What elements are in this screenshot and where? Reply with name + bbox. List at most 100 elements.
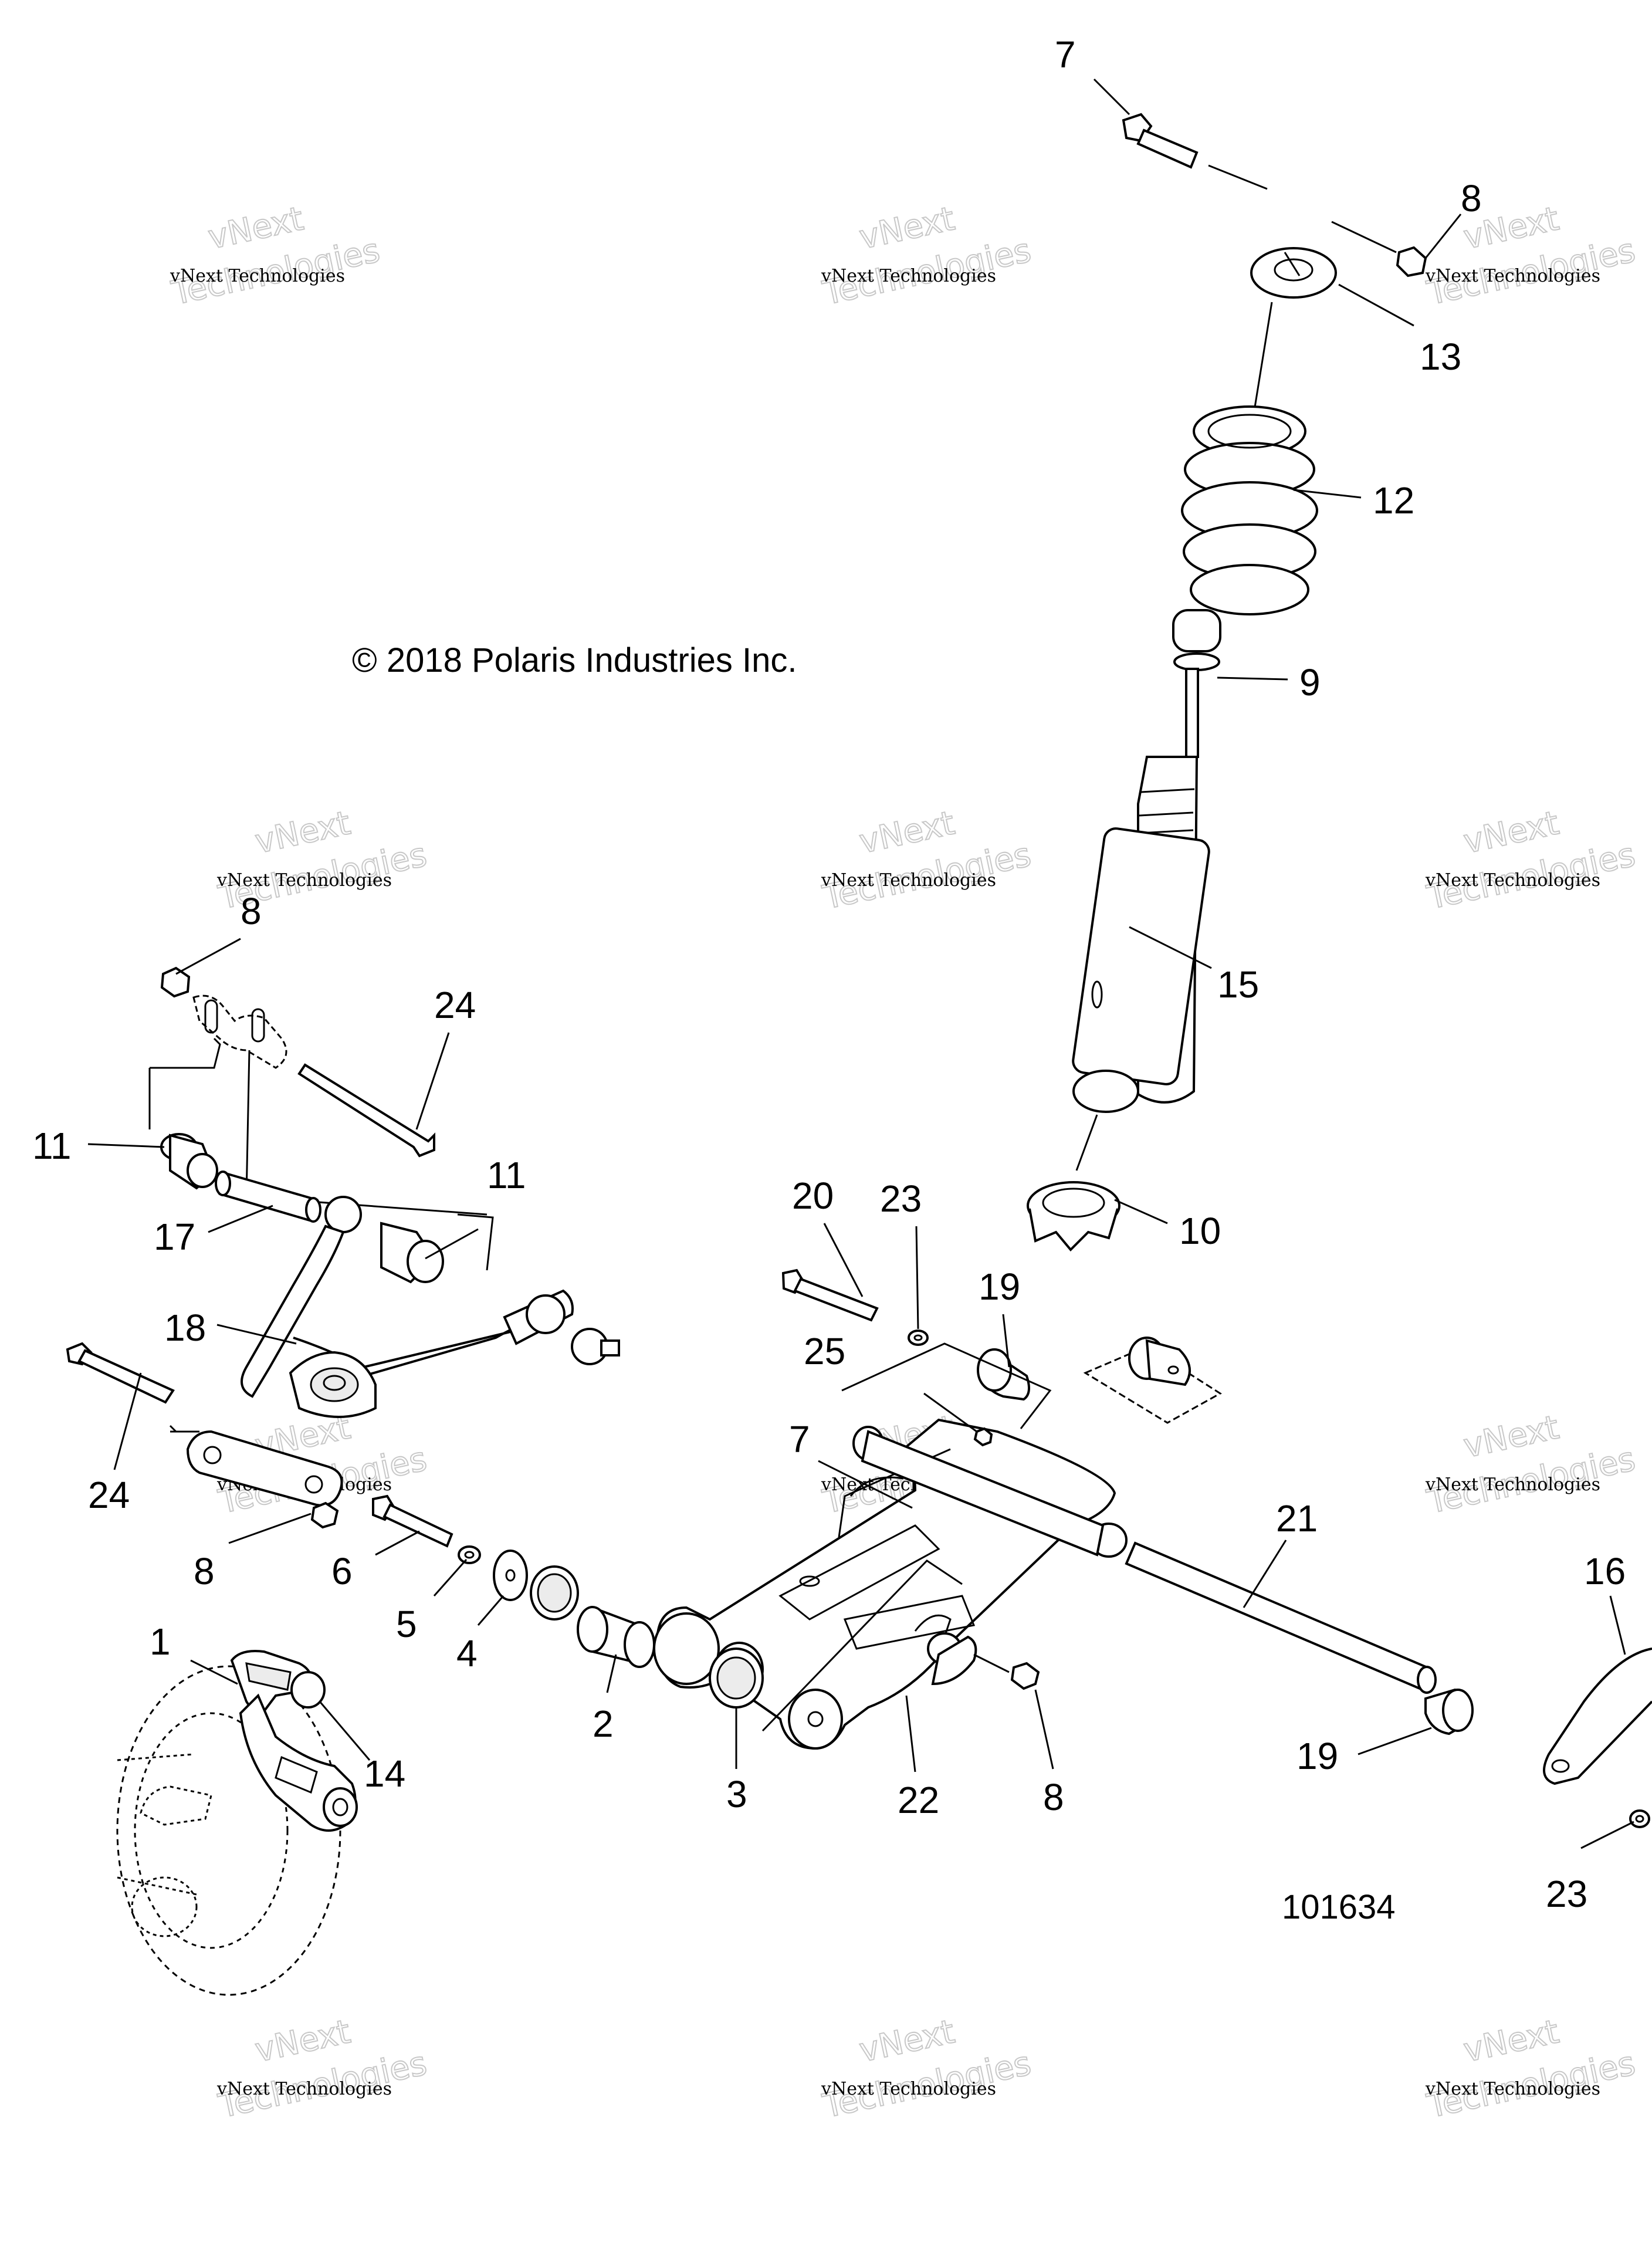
callout-7-mid: 7 xyxy=(789,1418,810,1460)
part-8-nut-swing-arm xyxy=(973,1653,1040,1690)
callout-17: 17 xyxy=(154,1216,195,1258)
part-13-spring-retainer xyxy=(1250,247,1337,299)
watermark-vnext: vNext xyxy=(856,804,958,861)
part-bushing-right-upper xyxy=(1128,1337,1191,1386)
part-23-washer-lower xyxy=(1629,1809,1650,1828)
bracket-upper-mount xyxy=(192,994,287,1069)
callout-9: 9 xyxy=(1299,661,1321,703)
watermark-vnext: vNext xyxy=(205,199,307,257)
watermark-text: vNext Technologies xyxy=(216,870,392,891)
watermark-text: vNext Technologies xyxy=(821,266,996,286)
callouts: 7 8 13 12 9 15 10 8 24 11 11 17 18 24 8 … xyxy=(32,33,1626,1915)
callout-11-left: 11 xyxy=(32,1125,71,1167)
watermark-text: vNext Technologies xyxy=(170,266,345,286)
copyright-text: © 2018 Polaris Industries Inc. xyxy=(352,641,797,679)
part-4-washer xyxy=(493,1550,528,1601)
watermark: vNext Technologies vNext Technologies xyxy=(168,199,384,313)
part-9-shock-eye xyxy=(1172,609,1221,758)
part-11-bushing-upper-right xyxy=(324,1196,444,1284)
part-19-bushing-lower xyxy=(1424,1688,1474,1736)
part-4-bushing xyxy=(530,1565,579,1621)
callout-19-upper: 19 xyxy=(979,1266,1020,1308)
part-20-bolt xyxy=(781,1268,879,1322)
callout-8-upper-left: 8 xyxy=(241,890,262,932)
leader-lines xyxy=(87,78,1634,1849)
part-22-swing-arm xyxy=(653,1418,1128,1750)
part-8-nut-upper-left xyxy=(160,966,191,998)
part-1-knuckle-hub xyxy=(116,1650,358,1996)
callout-7-top: 7 xyxy=(1055,33,1076,76)
watermark-vnext: vNext xyxy=(1460,2012,1562,2070)
callout-8-top: 8 xyxy=(1461,177,1482,219)
callout-20: 20 xyxy=(792,1175,834,1217)
diagram-number: 101634 xyxy=(1282,1888,1396,1926)
part-8-nut-top xyxy=(1331,221,1427,278)
watermark-text: vNext Technologies xyxy=(1425,1474,1600,1495)
watermark-text: vNext Technologies xyxy=(821,2079,996,2099)
cover-plate-lower-left xyxy=(169,1425,199,1433)
watermark-vnext: vNext xyxy=(1460,804,1562,861)
part-19-bushing-upper xyxy=(977,1348,1030,1401)
watermark: vNext Technologies vNext Technologies xyxy=(215,2012,431,2126)
watermark-vnext: vNext xyxy=(252,2012,354,2070)
watermark-text: vNext Technologies xyxy=(216,2079,392,2099)
callout-19-lower: 19 xyxy=(1296,1735,1338,1777)
part-11-bushing-upper-left xyxy=(160,1133,218,1190)
callout-4: 4 xyxy=(456,1632,478,1674)
callout-3: 3 xyxy=(726,1773,747,1815)
callout-22: 22 xyxy=(898,1779,939,1821)
watermark-text: vNext Technologies xyxy=(1425,870,1600,891)
part-17-sleeve xyxy=(215,1171,321,1223)
callout-24-upper: 24 xyxy=(434,984,476,1026)
part-10-spring-seat xyxy=(1027,1114,1120,1251)
watermark-text: vNext Technologies xyxy=(1425,2079,1600,2099)
part-2-spacer xyxy=(577,1606,655,1668)
callout-18: 18 xyxy=(164,1307,206,1349)
part-18-upper-a-arm xyxy=(186,1224,620,1507)
part-16-bracket xyxy=(1543,1648,1652,1785)
watermark: vNext Technologies vNext Technologies xyxy=(1423,803,1639,918)
part-8-nut-lower-left xyxy=(310,1501,339,1529)
callout-15: 15 xyxy=(1217,963,1259,1006)
callout-21: 21 xyxy=(1276,1497,1318,1540)
watermark-vnext: vNext xyxy=(856,199,958,257)
cover-plate-right-upper xyxy=(1083,1345,1222,1424)
watermark: vNext Technologies vNext Technologies xyxy=(1423,2012,1639,2126)
callout-16: 16 xyxy=(1584,1550,1626,1592)
callout-24-lower: 24 xyxy=(88,1474,130,1516)
watermark: vNext Technologies vNext Technologies xyxy=(819,2012,1035,2126)
watermarks: vNext Technologies vNext Technologies vN… xyxy=(168,199,1639,2126)
part-24-bolt-upper xyxy=(297,1063,435,1158)
watermark: vNext Technologies vNext Technologies xyxy=(1423,199,1639,313)
callout-8-swing-arm: 8 xyxy=(1043,1776,1064,1818)
callout-6: 6 xyxy=(331,1550,353,1592)
watermark: vNext Technologies vNext Technologies xyxy=(819,199,1035,313)
part-12-coil-spring xyxy=(1181,302,1318,615)
part-3-bushing xyxy=(709,1648,764,1709)
callout-13: 13 xyxy=(1420,336,1461,378)
watermark-vnext: vNext xyxy=(252,804,354,861)
watermark-vnext: vNext xyxy=(856,2012,958,2070)
watermark-text: vNext Technologies xyxy=(1425,266,1600,286)
part-21-pivot-tube xyxy=(1125,1541,1437,1694)
callout-25: 25 xyxy=(804,1330,845,1372)
part-25-grease-fitting xyxy=(923,1392,993,1447)
part-5-washer xyxy=(458,1545,481,1564)
part-7-bolt-top xyxy=(1122,113,1268,190)
part-6-bolt xyxy=(372,1494,453,1548)
callout-8-lower-left: 8 xyxy=(194,1550,215,1592)
watermark: vNext Technologies vNext Technologies xyxy=(819,803,1035,918)
callout-1: 1 xyxy=(150,1621,171,1663)
callout-23-lower: 23 xyxy=(1546,1873,1587,1915)
watermark-text: vNext Technologies xyxy=(821,870,996,891)
watermark: vNext Technologies vNext Technologies xyxy=(1423,1408,1639,1522)
part-24-bolt-lower xyxy=(66,1342,175,1404)
callout-5: 5 xyxy=(396,1603,417,1645)
callout-23-upper: 23 xyxy=(880,1178,922,1220)
part-15-shock-body xyxy=(1072,756,1210,1113)
watermark-vnext: vNext xyxy=(1460,1408,1562,1466)
callout-2: 2 xyxy=(593,1703,614,1745)
callout-12: 12 xyxy=(1373,479,1414,522)
callout-11-right: 11 xyxy=(487,1154,526,1196)
